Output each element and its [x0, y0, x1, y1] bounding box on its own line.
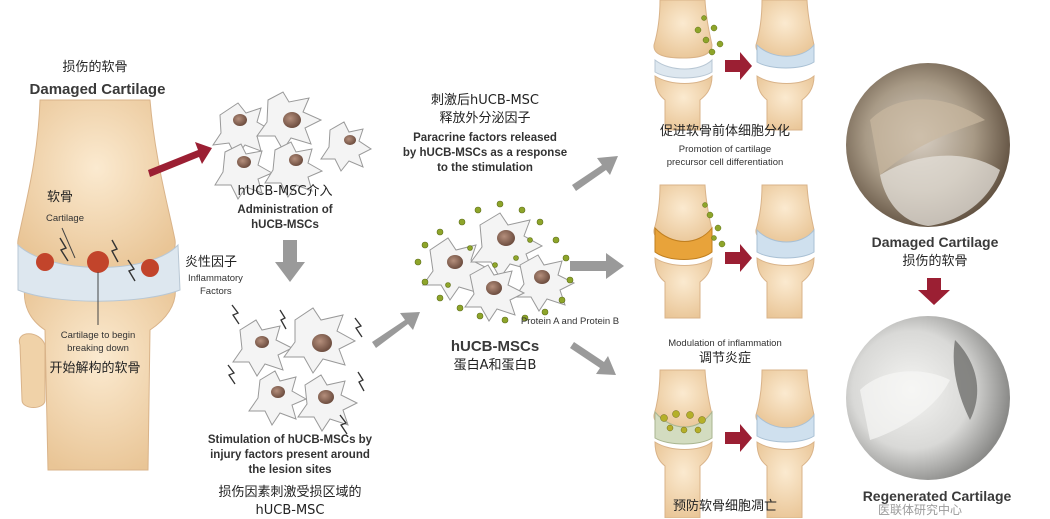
inflammatory-cn: 炎性因子: [185, 255, 238, 270]
paracrine-en-2: by hUCB-MSCs as a response: [402, 147, 568, 159]
fibula-bone: [18, 333, 46, 408]
photo-regenerated-en: Regenerated Cartilage: [862, 488, 1012, 504]
center-cells: [422, 212, 576, 322]
arrow-to-bottom-outcome: [570, 342, 616, 375]
stimulation-cn-2: hUCB-MSC: [255, 503, 325, 518]
stimulation-nuclei: [255, 334, 334, 404]
breaking-label-cn: 开始解构的软骨: [49, 361, 141, 376]
arrow-down-to-stimulation: [275, 240, 305, 282]
outcome-bottom-cn: 预防软骨细胞凋亡: [672, 499, 777, 514]
cartilage-label-en: Cartilage: [45, 213, 85, 224]
administration-nuclei: [233, 112, 356, 168]
cartilage-label-cn: 软骨: [46, 190, 73, 205]
left-knee-title-cn: 损伤的软骨: [62, 60, 128, 75]
damage-spots: [36, 251, 159, 277]
tibia-bone: [23, 284, 176, 471]
inflammatory-en-2: Factors: [200, 286, 232, 297]
stimulation-cells: [232, 307, 359, 432]
knee-pair-bottom: [653, 369, 815, 518]
paracrine-cn-1: 刺激后hUCB-MSC: [431, 93, 539, 108]
arrow-damaged-to-regenerated: [918, 278, 950, 305]
paracrine-cn-2: 释放外分泌因子: [439, 111, 531, 126]
watermark: 医联体研究中心: [877, 503, 962, 517]
left-knee-title-en: Damaged Cartilage: [29, 81, 166, 98]
outcome-mid-cn: 调节炎症: [698, 351, 751, 366]
center-protein-cn: 蛋白A和蛋白B: [453, 358, 537, 373]
outcome-top-en-1: Promotion of cartilage: [678, 144, 772, 155]
paracrine-en-1: Paracrine factors released: [413, 132, 557, 144]
photo-damaged-en: Damaged Cartilage: [871, 234, 999, 250]
protein-dots: [414, 200, 574, 324]
knee-pair-top: [653, 0, 815, 131]
outcome-top-en-2: precursor cell differentiation: [666, 157, 784, 168]
breaking-label-en-2: breaking down: [67, 343, 129, 354]
paracrine-en-3: to the stimulation: [437, 162, 533, 174]
photo-regenerated-cartilage: [846, 316, 1010, 480]
lightning-marks: [59, 237, 136, 282]
outcome-top-cn: 促进软骨前体细胞分化: [659, 124, 790, 139]
arrow-to-administration: [148, 142, 212, 177]
knee-pair-middle: [653, 184, 815, 319]
inflammatory-en-1: Inflammatory: [188, 273, 243, 284]
arrow-to-center: [372, 312, 420, 348]
outcome-mid-en: Modulation of inflammation: [668, 338, 782, 349]
photo-damaged-cn: 损伤的软骨: [902, 254, 968, 269]
left-knee-illustration: [17, 99, 181, 471]
stimulation-en-3: the lesion sites: [248, 464, 332, 476]
stimulation-en-2: injury factors present around: [210, 449, 370, 461]
femur-bone: [17, 99, 176, 271]
administration-cells: [211, 91, 372, 200]
administration-en-1: Administration of: [237, 204, 333, 216]
breaking-label-en-1: Cartilage to begin: [60, 330, 136, 341]
cartilage-layer: [17, 243, 181, 302]
cartilage-pointer: [61, 227, 76, 259]
photo-damaged-cartilage: [846, 63, 1010, 227]
center-title-en: hUCB-MSCs: [450, 338, 540, 355]
protein-label-en: Protein A and Protein B: [520, 316, 620, 327]
arrow-to-mid-outcome: [570, 253, 624, 279]
stimulation-en-1: Stimulation of hUCB-MSCs by: [207, 434, 373, 446]
center-nuclei: [447, 230, 550, 295]
arrow-to-top-outcome: [572, 156, 618, 191]
administration-cn: hUCB-MSC介入: [237, 184, 333, 199]
stimulation-cn-1: 损伤因素刺激受损区域的: [218, 485, 362, 500]
administration-en-2: hUCB-MSCs: [251, 219, 319, 231]
stimulation-lightning: [227, 304, 365, 435]
